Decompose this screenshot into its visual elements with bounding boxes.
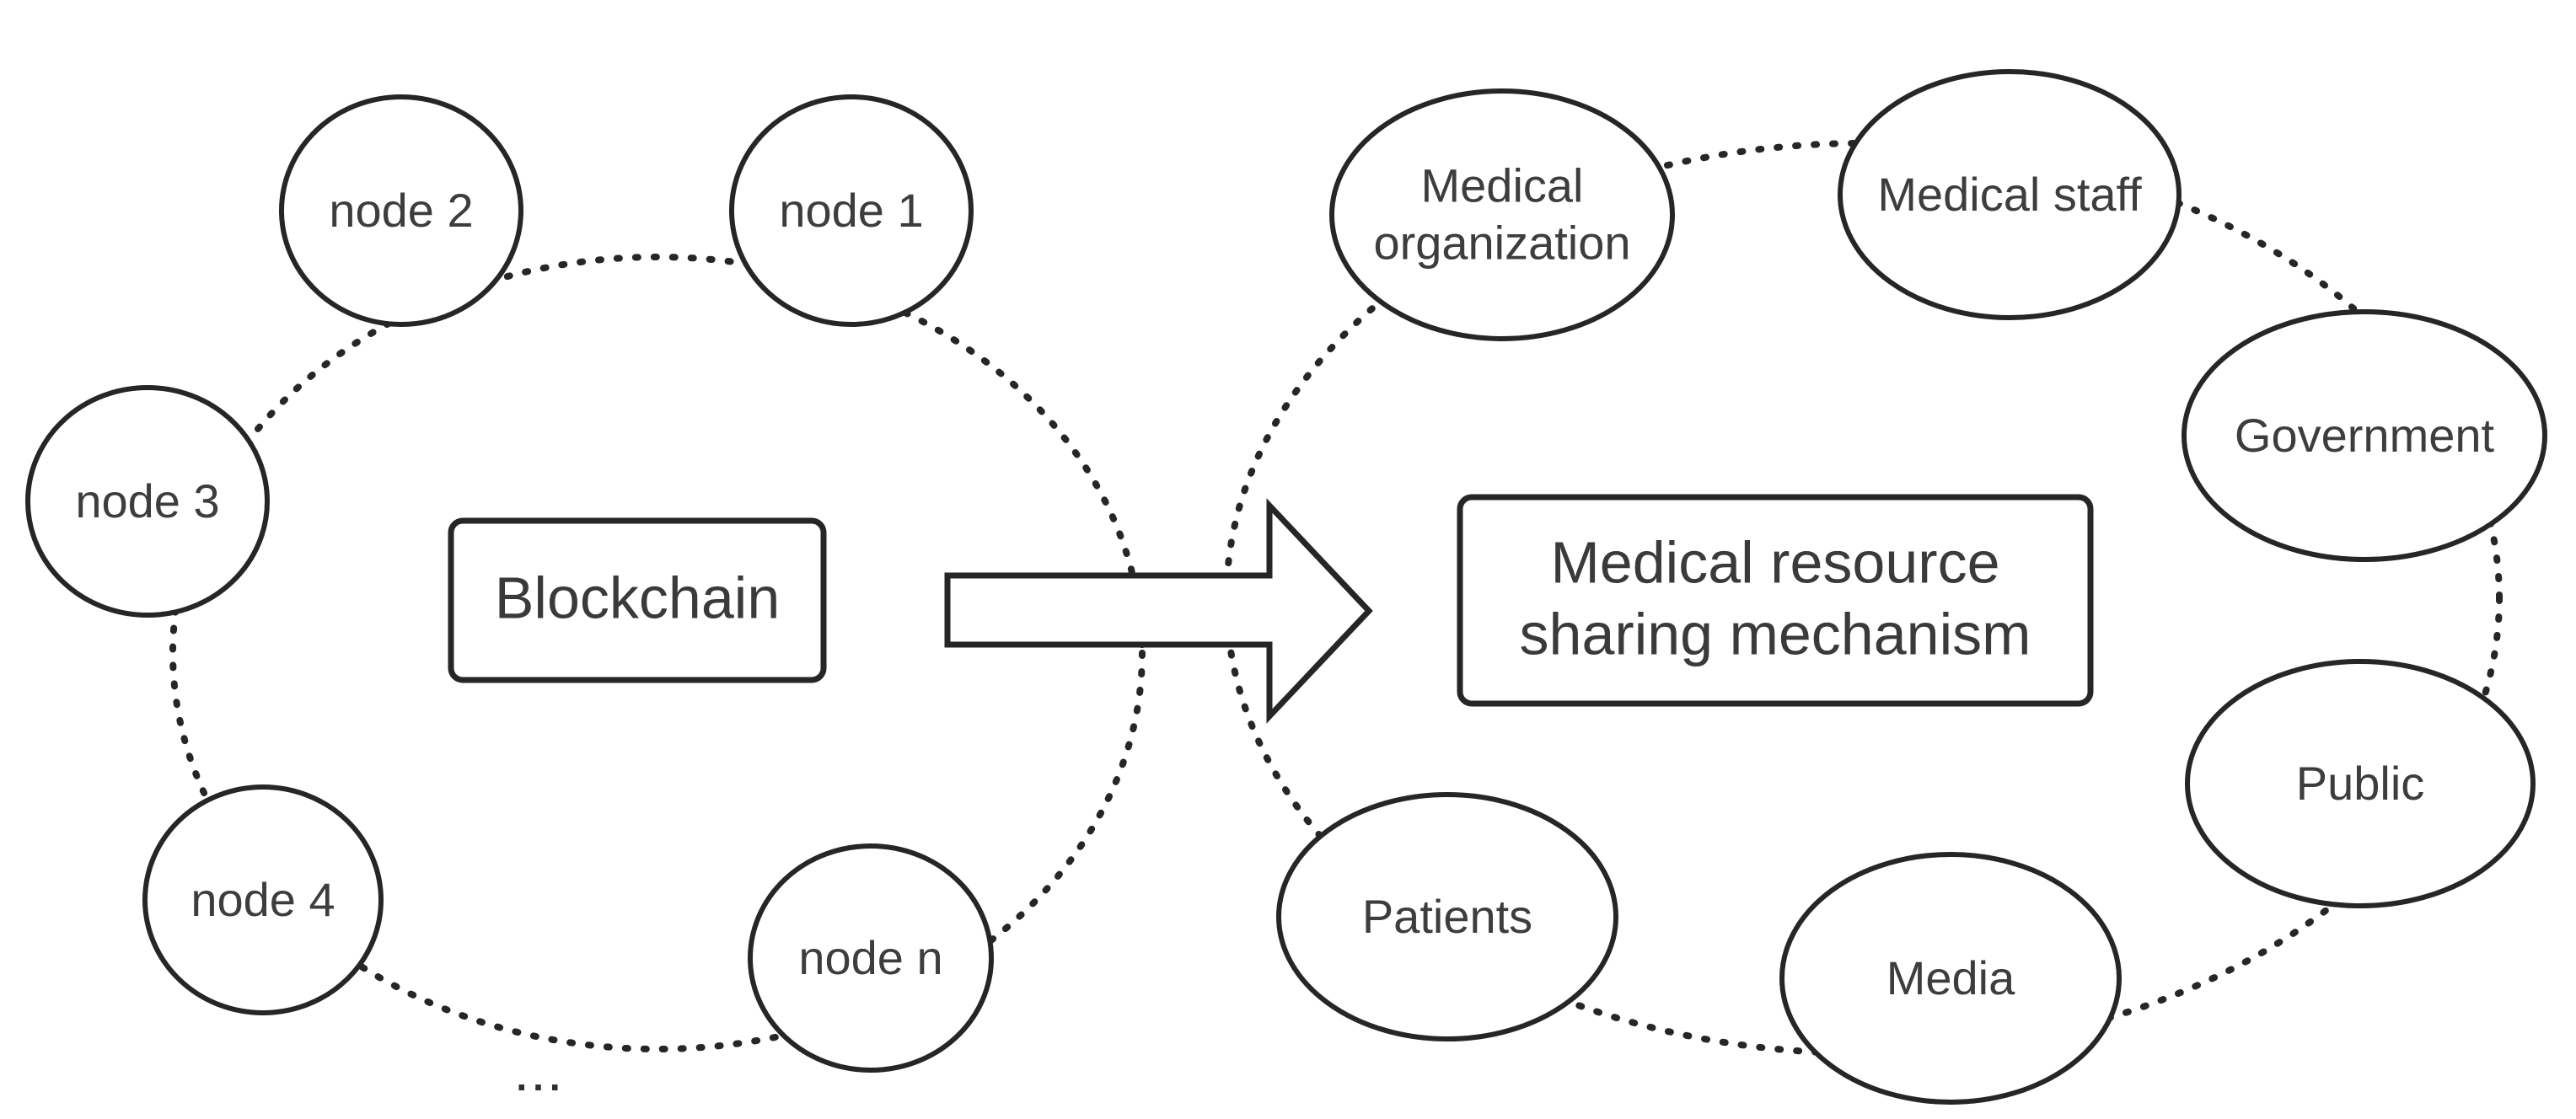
public-ellipse xyxy=(2185,659,2536,908)
medical-staff-ellipse xyxy=(1838,69,2182,320)
medical-organization-ellipse xyxy=(1329,88,1675,341)
blockchain-box xyxy=(448,517,827,683)
left-cluster-dotted-ring xyxy=(169,254,1146,1052)
node-4-ellipse xyxy=(142,784,384,1015)
node-n-ellipse xyxy=(748,843,994,1073)
government-ellipse xyxy=(2182,309,2547,562)
node-3-ellipse xyxy=(25,385,270,618)
node-2-ellipse xyxy=(279,94,523,327)
right-arrow-icon xyxy=(944,498,1373,724)
medical-resource-box xyxy=(1457,494,2094,707)
node-1-ellipse xyxy=(729,94,974,327)
media-ellipse xyxy=(1779,852,2122,1105)
patients-ellipse xyxy=(1276,792,1618,1041)
